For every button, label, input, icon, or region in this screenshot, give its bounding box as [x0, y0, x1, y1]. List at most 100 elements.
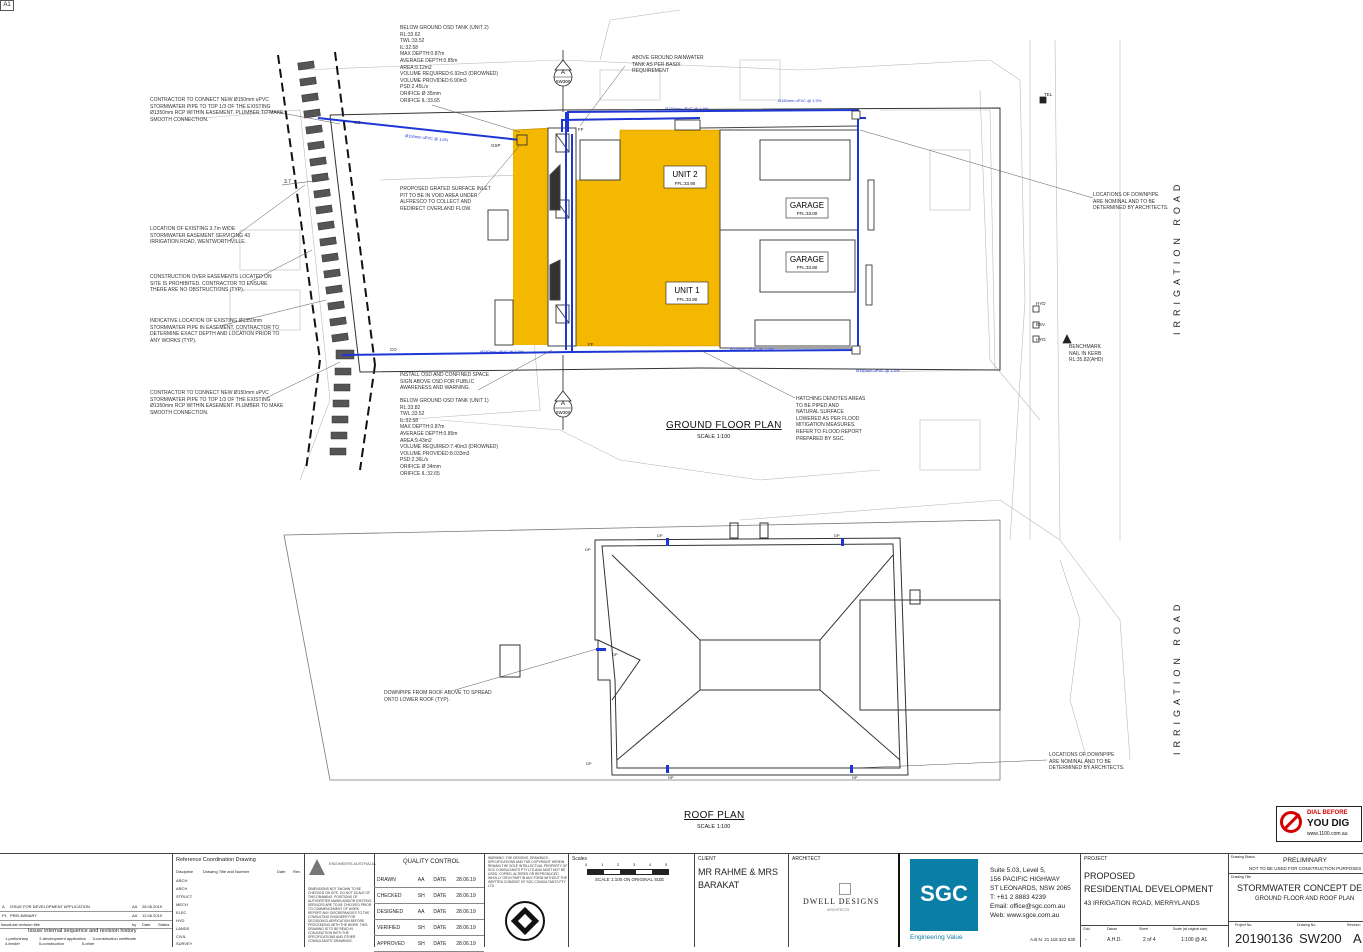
- pipe-pits: [516, 110, 875, 355]
- room-label-garage-bottom: GARAGE FFL:33.80: [785, 251, 829, 273]
- note-hatching: HATCHING DENOTES AREAS TO BE PIPED AND N…: [796, 396, 866, 442]
- note-rainwater: ABOVE GROUND RAINWATER TANK AS PER BASIX…: [632, 55, 704, 75]
- leader-lines: [219, 65, 1094, 769]
- svg-text:DP: DP: [612, 652, 618, 657]
- no-dig-icon: [1280, 811, 1302, 833]
- easement-width-dimension: 3.7: [284, 179, 291, 185]
- note-downpipe-locations: LOCATIONS OF DOWNPIPE ARE NOMINAL AND TO…: [1093, 192, 1169, 212]
- note-downpipe-locations-roof: LOCATIONS OF DOWNPIPE ARE NOMINAL AND TO…: [1049, 752, 1125, 772]
- unit2-name: UNIT 2: [672, 170, 698, 179]
- garage-bottom-ffl: FFL:33.80: [797, 265, 818, 270]
- svg-text:DP: DP: [586, 761, 592, 766]
- section-marker-top: A SW300: [553, 50, 573, 112]
- note-osd-unit1: BELOW GROUND OSD TANK (UNIT 1) RL:33.82 …: [400, 398, 499, 477]
- note-indicative-pipe: INDICATIVE LOCATION OF EXISTING Ø1350mm …: [150, 318, 280, 344]
- pipe-labels: Ø150mm uPVC @ 1.0% Ø150mm uPVC @ 1.0% Ø1…: [405, 98, 900, 373]
- street-furniture: [1032, 96, 1072, 344]
- hyd-label: HYD: [1036, 301, 1046, 306]
- roof-downpipes: [596, 538, 853, 773]
- note-connect-top: CONTRACTOR TO CONNECT NEW Ø150mm uPVC ST…: [150, 97, 284, 123]
- garage-top-name: GARAGE: [790, 201, 824, 210]
- tel-label: TEL: [1044, 92, 1053, 97]
- hyd-label-2: HYD: [1036, 337, 1046, 342]
- roof-site-outline: [283, 519, 1001, 781]
- osd-tank-area-left: [513, 130, 548, 345]
- drawing-number: SW200: [1299, 931, 1342, 946]
- grid-info: Grid Datum Sheet Scale (at original size…: [1081, 925, 1229, 948]
- svg-text:DP: DP: [668, 775, 674, 780]
- note-install-osd: INSTALL OSD AND CONFINED SPACE SIGN ABOV…: [400, 372, 490, 392]
- svg-text:SW300: SW300: [556, 79, 571, 84]
- roof-plan-title: ROOF PLAN: [684, 810, 745, 821]
- scale-bar-panel: Scales 0 1 2 3 4 5 SCALE 1:100 ON ORIGIN…: [568, 853, 694, 947]
- svg-text:FF: FF: [588, 342, 594, 347]
- revision-heading: Issue/ internal sequence and revision hi…: [28, 928, 137, 934]
- north-arrow-icon: [505, 901, 545, 941]
- svg-text:FF: FF: [578, 127, 584, 132]
- roof-dp-labels: DP DP DP DP DP DP DP: [585, 533, 858, 780]
- sheet-marker: A1: [0, 0, 14, 11]
- drawing-info-panel: Drawing Status PRELIMINARY NOT TO BE USE…: [1228, 853, 1363, 947]
- ground-floor-plan-scale: SCALE 1:100: [697, 434, 731, 440]
- site-drawing: 3.7 UNIT 2 FFL:33.90 UNIT 1 FFL:3: [179, 9, 1131, 781]
- svg-text:DP: DP: [585, 547, 591, 552]
- dial-before-you-dig-badge: DIAL BEFORE YOU DIG www.1100.com.au: [1276, 806, 1362, 842]
- existing-site-linework: [179, 9, 1131, 771]
- sgc-logo: SGC: [910, 859, 978, 931]
- disclaimer-panel: ENGINEERS AUSTRALIA DIMENSIONS NOT SHOWN…: [304, 853, 376, 947]
- garage-top-ffl: FFL:33.00: [797, 211, 818, 216]
- project-panel: PROJECT PROPOSED RESIDENTIAL DEVELOPMENT…: [1080, 853, 1229, 948]
- svg-text:Ø150mm uPVC @ 1.0%: Ø150mm uPVC @ 1.0%: [665, 106, 709, 111]
- note-easement-location: LOCATION OF EXISTING 3.7m WIDE STORMWATE…: [150, 226, 251, 246]
- stormwater-easement: [277, 51, 376, 471]
- garage-bottom-name: GARAGE: [790, 255, 824, 264]
- road-label-top: IRRIGATION ROAD: [1172, 179, 1182, 335]
- svg-text:DP: DP: [834, 533, 840, 538]
- roof-outline: [499, 522, 1001, 776]
- client-panel: CLIENT MR RAHME & MRS BARAKAT: [694, 853, 788, 947]
- note-construction-easement: CONSTRUCTION OVER EASEMENTS LOCATED ON S…: [150, 274, 272, 294]
- section-marker-bottom: A SW300: [553, 355, 573, 430]
- engineers-australia-logo: [309, 859, 325, 875]
- stormwater-pipes: [317, 108, 866, 356]
- note-grated-pit: PROPOSED GRATED SURFACE INLET PIT TO BE …: [400, 186, 491, 212]
- note-downpipe-roof: DOWNPIPE FROM ROOF ABOVE TO SPREAD ONTO …: [384, 690, 492, 703]
- svg-text:DP: DP: [852, 775, 858, 780]
- dwell-designs-logo: [839, 883, 851, 895]
- site-boundary: [329, 107, 1001, 373]
- svg-text:Ø150mm uPVC @ 1.0%: Ø150mm uPVC @ 1.0%: [778, 98, 822, 103]
- project-number: 20190136: [1235, 931, 1293, 946]
- unit1-ffl: FFL:33.90: [677, 297, 698, 302]
- title-block: [0, 853, 1363, 948]
- svg-text:A: A: [561, 401, 565, 407]
- sgc-panel: SGC Engineering Value Suite 5.03, Level …: [898, 853, 1080, 947]
- room-label-unit1: UNIT 1 FFL:33.90: [665, 281, 709, 305]
- svg-text:CO: CO: [390, 347, 397, 352]
- note-connect-bottom: CONTRACTOR TO CONNECT NEW Ø150mm uPVC ST…: [150, 390, 284, 416]
- svg-text:GSP: GSP: [491, 143, 501, 148]
- svg-text:DP: DP: [657, 533, 663, 538]
- svg-text:Ø150mm uPVC @ 1.0%: Ø150mm uPVC @ 1.0%: [405, 133, 449, 143]
- reference-coordination: Reference Coordination Drawing Disciplin…: [172, 853, 304, 947]
- ground-floor-plan-title: GROUND FLOOR PLAN: [666, 420, 782, 431]
- esv-label: ESV: [1036, 322, 1045, 327]
- svg-text:SW300: SW300: [556, 410, 571, 415]
- svg-text:Ø150mm uPVC @ 1.0%: Ø150mm uPVC @ 1.0%: [856, 368, 900, 373]
- svg-text:Ø150mm uPVC @ 1.0%: Ø150mm uPVC @ 1.0%: [480, 349, 524, 354]
- architect-panel: ARCHITECT DWELL DESIGNS ARCHITECTS: [788, 853, 898, 947]
- svg-text:CO: CO: [354, 120, 361, 125]
- scale-bar: [587, 869, 669, 875]
- note-osd-unit2: BELOW GROUND OSD TANK (UNIT 2) RL:33.62 …: [400, 25, 499, 104]
- warning-panel: WARNING: THE DESIGNS, DRAWINGS, SPECIFIC…: [484, 853, 568, 947]
- unit2-ffl: FFL:33.90: [675, 181, 696, 186]
